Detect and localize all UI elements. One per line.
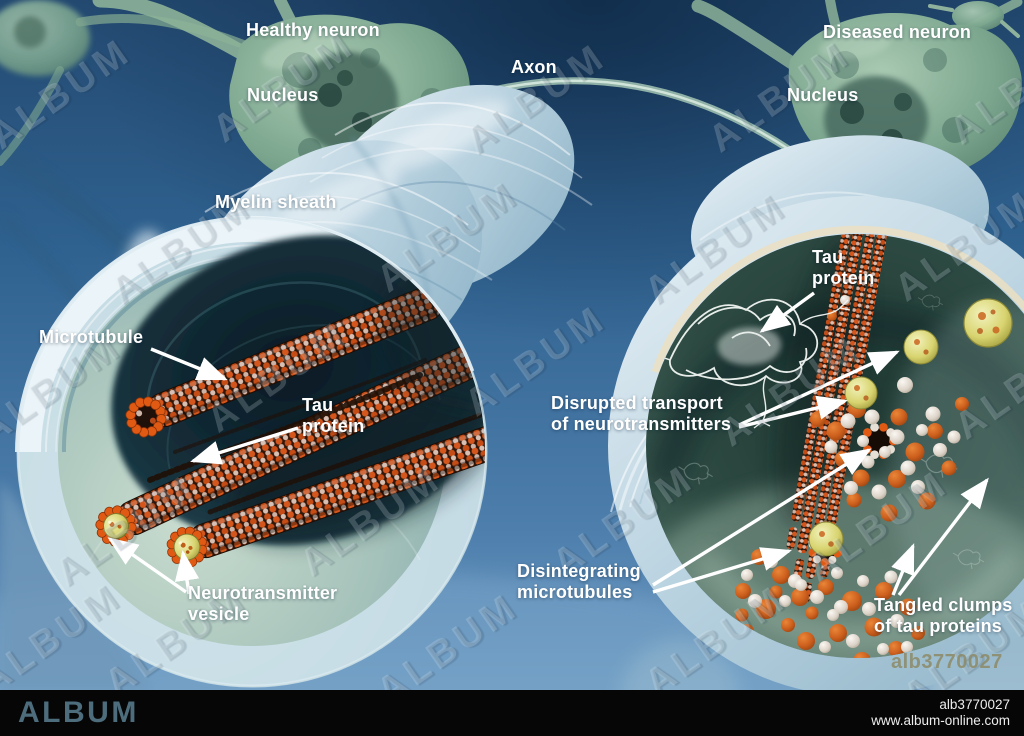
website-url: www.album-online.com [871, 713, 1010, 728]
vesicle-2 [903, 329, 939, 365]
arrow-microtubule [150, 347, 228, 381]
arrow-disrupted-2 [738, 350, 900, 427]
image-id: alb3770027 [939, 697, 1010, 712]
vesicle-4 [808, 521, 844, 557]
arrow-tangled-1 [891, 543, 915, 596]
annotation-arrows [107, 291, 989, 597]
vesicle-1 [963, 298, 1013, 348]
arrow-disrupted-1 [738, 395, 848, 429]
footer-bar: ALBUM alb3770027 www.album-online.com [0, 690, 1024, 736]
vesicle-3 [844, 376, 878, 410]
microtubule-3 [160, 403, 485, 574]
arrow-disintegrating-1 [652, 547, 792, 594]
arrow-vesicle-2 [174, 549, 200, 595]
neuron-illustration [0, 0, 1024, 692]
arrow-disintegrating-2 [652, 448, 872, 587]
vesicles [808, 298, 1013, 557]
tau-tangle [646, 298, 851, 429]
album-logo: ALBUM [18, 696, 139, 729]
arrow-tangled-2 [897, 477, 989, 597]
arrow-vesicle-1 [107, 537, 187, 594]
arrow-tau-left [190, 426, 299, 465]
image-id-watermark: alb3770027 [891, 651, 1003, 673]
arrow-tau-right [759, 291, 816, 333]
image-credits: alb3770027 www.album-online.com [871, 697, 1010, 729]
